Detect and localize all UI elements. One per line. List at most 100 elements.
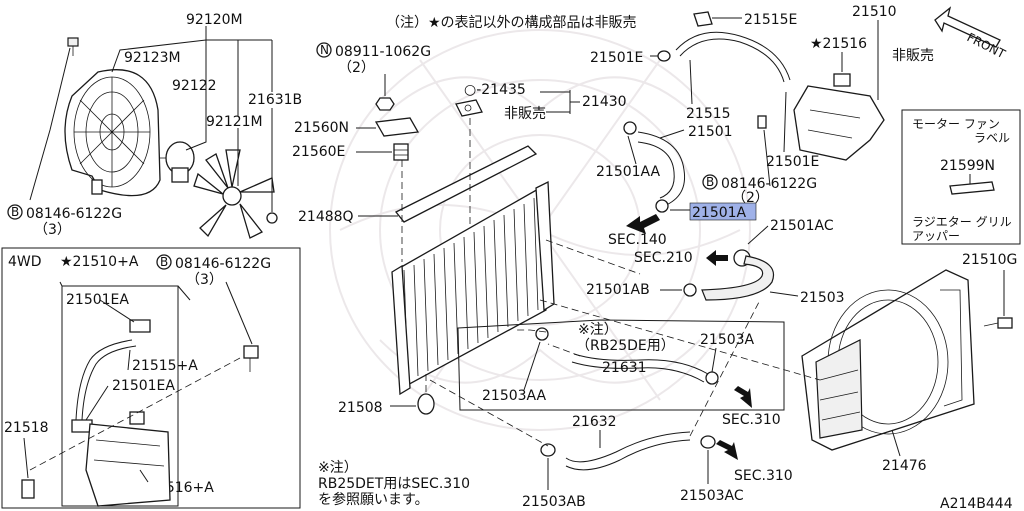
label-21501ea-b: 21501EA [112, 378, 175, 394]
label-21501aa: 21501AA [596, 164, 661, 180]
label-21503: 21503 [800, 290, 845, 306]
label-21503a: 21503A [700, 332, 755, 348]
bolt-marker-b-4wd: B [156, 254, 172, 270]
note-nonsale-tank: 非販売 [892, 48, 934, 64]
b-mark: B [706, 175, 714, 189]
4wd-bolt-icon [243, 345, 259, 372]
label-21508: 21508 [338, 400, 383, 416]
fan-label-title-2: ラベル [974, 131, 1010, 145]
n-mark: N [320, 43, 329, 57]
label-21599n: 21599N [940, 158, 995, 174]
b-mark: B [160, 255, 168, 269]
label-21503ab: 21503AB [522, 494, 586, 510]
hose-21501 [637, 131, 686, 207]
label-bolt-08146-1: 08146-6122G [26, 206, 122, 222]
label-21510g: 21510G [962, 252, 1017, 268]
4wd-hose [75, 339, 137, 421]
4wd-reservoir-tank [85, 411, 171, 507]
label-21516: ★21516 [810, 36, 867, 52]
clip-21515e [693, 11, 713, 27]
fan-blade [193, 149, 275, 239]
doc-id: A214B444 [940, 496, 1013, 511]
label-21515a: 21515+A [132, 358, 198, 374]
label-bolt-08146-2: 08146-6122G [721, 176, 817, 192]
label-nut-08911: 08911-1062G [335, 44, 431, 60]
radiator-cap [455, 99, 483, 117]
note-rb25de-1: ※注） [578, 322, 618, 338]
bolt-marker-n: N [316, 42, 332, 58]
label-21631: 21631 [602, 360, 647, 376]
clamp-21503a [705, 371, 719, 385]
label-21501e-b: 21501E [766, 154, 819, 170]
hose-21515 [675, 31, 791, 83]
label-92121m: 92121M [206, 114, 263, 130]
grommet-21560e [393, 143, 409, 161]
hose-21632 [565, 431, 691, 471]
label-21560e: 21560E [292, 144, 345, 160]
label-21515: 21515 [686, 106, 731, 122]
fan-label-caption-1: ラジエター グリル [912, 215, 1012, 229]
arrow-sec310-b-icon [716, 440, 738, 460]
label-21501ab: 21501AB [586, 282, 650, 298]
clamp-21503aa [535, 327, 549, 341]
label-4wd-bolt-qty: （3） [186, 272, 223, 288]
clamp-21501a [655, 199, 669, 213]
label-21501e-a: 21501E [590, 50, 643, 66]
four-wd-box [1, 247, 301, 509]
label-21560n: 21560N [294, 120, 349, 136]
screw-21510g-icon [983, 317, 1013, 329]
label-21515e: 21515E [744, 12, 797, 28]
label-21501a: 21501A [692, 205, 747, 221]
fan-shroud [64, 69, 161, 197]
note-bottom-2: RB25DET用はSEC.310 [318, 476, 470, 492]
note-bottom-3: を参照願います。 [318, 491, 429, 508]
bolt-marker-b-1: B [7, 204, 23, 220]
four-wd-inner-frame [61, 285, 179, 507]
drain-plug [417, 393, 435, 415]
label-21430: 21430 [582, 94, 627, 110]
label-sec140: SEC.140 [608, 232, 667, 248]
fan-label-caption-2: アッパー [912, 229, 960, 243]
bolt-marker-b-2: B [702, 174, 718, 190]
label-21501ac: 21501AC [770, 218, 834, 234]
front-arrow-icon [934, 6, 1001, 48]
shroud-21476 [801, 269, 975, 451]
clamp-21501-upper [623, 121, 637, 135]
note-nonsale-header: （注）★の表記以外の構成部品は非販売 [386, 14, 637, 31]
fan-label-box [901, 109, 1021, 245]
arrow-sec210-icon [706, 250, 728, 266]
b-mark: B [11, 205, 19, 219]
4wd-clamp-upper [129, 319, 151, 333]
clamp-21501e-a [657, 50, 671, 62]
label-92122: 92122 [172, 78, 217, 94]
label-21503ac: 21503AC [680, 488, 744, 504]
label-sec310-b: SEC.310 [734, 468, 793, 484]
label-bolt-qty-1: （3） [34, 222, 71, 238]
label-92120m: 92120M [186, 12, 243, 28]
seal-strip-21488q [394, 145, 538, 223]
label-sec210: SEC.210 [634, 250, 693, 266]
label-21510: 21510 [852, 4, 897, 20]
label-nut-qty: （2） [338, 60, 375, 76]
nut-icon [375, 97, 395, 111]
arrow-sec310-a-icon [734, 386, 752, 408]
label-4wd-bolt: 08146-6122G [175, 256, 271, 272]
screw-icon-21501 [757, 115, 767, 129]
hose-21631 [571, 353, 709, 383]
fan-nut [266, 212, 278, 224]
note-rb25de-2: （RB25DE用） [576, 338, 675, 354]
label-92123m: 92123M [124, 50, 181, 66]
label-21503aa: 21503AA [482, 388, 547, 404]
label-21476: 21476 [882, 458, 927, 474]
fan-label-sticker [949, 181, 995, 195]
note-nonsale-cap: 非販売 [504, 106, 546, 122]
clamp-21503ab [540, 443, 556, 457]
bracket-21560n [374, 117, 420, 137]
fan-screw-icon [67, 37, 79, 56]
label-21518: 21518 [4, 420, 49, 436]
hose-21503 [701, 255, 774, 301]
note-bottom-1: ※注） [318, 460, 358, 476]
label-sec310-a: SEC.310 [722, 412, 781, 428]
